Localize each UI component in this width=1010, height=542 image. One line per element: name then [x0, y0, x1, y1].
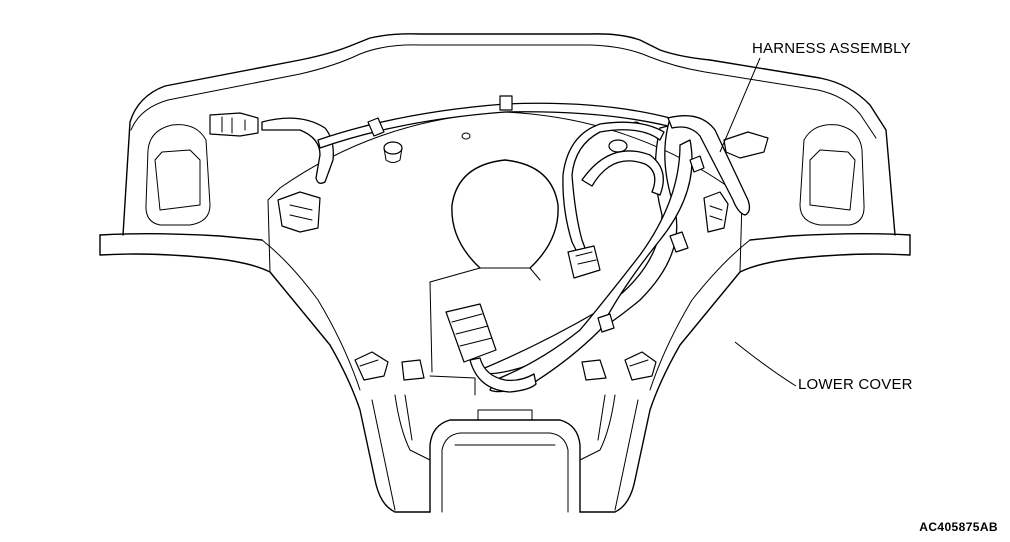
harness-leader — [719, 57, 761, 153]
leader-lines — [719, 57, 797, 387]
lower-cover — [99, 33, 911, 513]
harness-assembly — [209, 95, 769, 393]
harness-assembly-label: HARNESS ASSEMBLY — [752, 40, 911, 57]
cover-leader — [734, 341, 797, 387]
figure-code: AC405875AB — [919, 520, 998, 534]
lower-cover-label: LOWER COVER — [798, 376, 913, 393]
